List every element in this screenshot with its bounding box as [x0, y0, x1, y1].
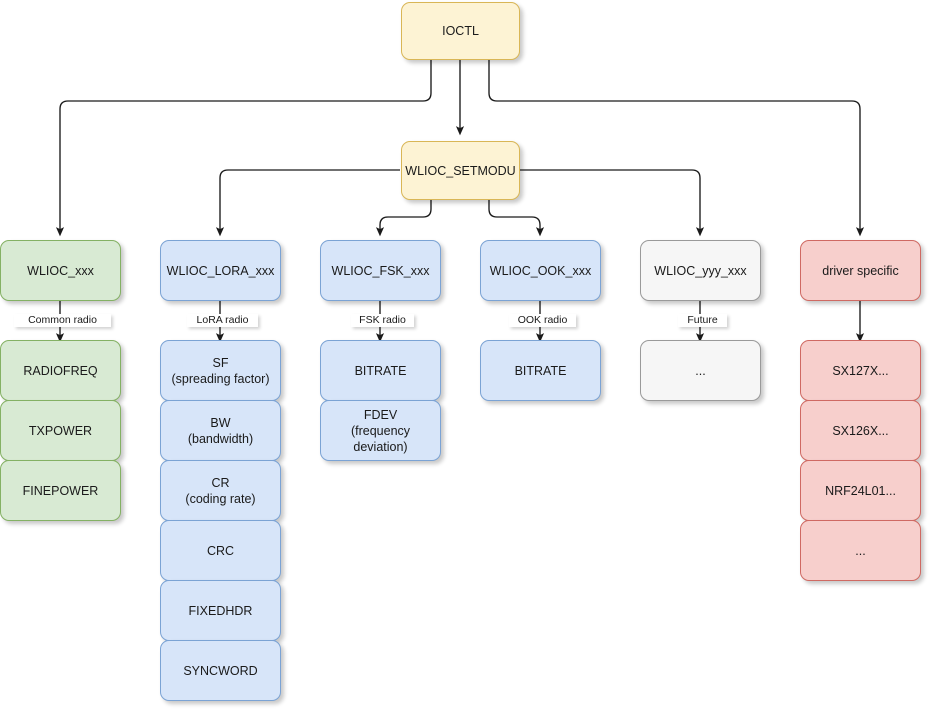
node-lora-item[interactable]: SYNCWORD	[160, 640, 281, 701]
node-common-item[interactable]: TXPOWER	[0, 400, 121, 461]
edge-label-common-text: Common radio	[28, 314, 97, 326]
node-sublabel: (bandwidth)	[187, 431, 254, 446]
node-head-future[interactable]: WLIOC_yyy_xxx	[640, 240, 761, 301]
edge-label-future: Future	[678, 314, 727, 328]
node-label: TXPOWER	[28, 423, 93, 438]
edge-setmodu-to-ook	[488, 200, 545, 237]
node-wlioc-setmodu[interactable]: WLIOC_SETMODU	[401, 141, 520, 200]
node-driver-item[interactable]: ...	[800, 520, 921, 581]
node-head-fsk[interactable]: WLIOC_FSK_xxx	[320, 240, 441, 301]
node-lora-item[interactable]: SF (spreading factor)	[160, 340, 281, 401]
node-label: FIXEDHDR	[188, 603, 253, 618]
node-fsk-item[interactable]: BITRATE	[320, 340, 441, 401]
node-head-ook-label: WLIOC_OOK_xxx	[489, 263, 592, 278]
node-label: ...	[855, 543, 866, 558]
node-lora-item[interactable]: FIXEDHDR	[160, 580, 281, 641]
node-common-item[interactable]: FINEPOWER	[0, 460, 121, 521]
node-label: SX127X...	[832, 363, 889, 378]
edge-setmodu-to-lora	[215, 169, 400, 237]
node-ook-item[interactable]: BITRATE	[480, 340, 601, 401]
edge-label-ook: OOK radio	[509, 314, 576, 328]
node-future-item[interactable]: ...	[640, 340, 761, 401]
node-ioctl-label: IOCTL	[442, 24, 479, 38]
edge-setmodu-to-fsk	[375, 200, 432, 237]
node-label: BITRATE	[514, 363, 567, 378]
edge-label-lora-text: LoRA radio	[196, 314, 249, 326]
node-label: RADIOFREQ	[23, 363, 98, 378]
node-driver-item[interactable]: SX126X...	[800, 400, 921, 461]
node-lora-item[interactable]: CR (coding rate)	[160, 460, 281, 521]
node-head-common[interactable]: WLIOC_xxx	[0, 240, 121, 301]
edge-ioctl-to-driver	[488, 60, 865, 237]
edge-ioctl-to-common	[55, 60, 432, 237]
node-fsk-item[interactable]: FDEV (frequency deviation)	[320, 400, 441, 461]
node-common-item[interactable]: RADIOFREQ	[0, 340, 121, 401]
node-label: SYNCWORD	[183, 663, 258, 678]
node-head-driver[interactable]: driver specific	[800, 240, 921, 301]
node-label: SX126X...	[832, 423, 889, 438]
node-head-common-label: WLIOC_xxx	[27, 263, 94, 278]
node-lora-item[interactable]: CRC	[160, 520, 281, 581]
node-label: CRC	[206, 543, 235, 558]
node-driver-item[interactable]: SX127X...	[800, 340, 921, 401]
node-lora-item[interactable]: BW (bandwidth)	[160, 400, 281, 461]
edge-label-lora: LoRA radio	[187, 314, 258, 328]
node-head-driver-label: driver specific	[822, 263, 899, 278]
node-sublabel: (frequency deviation)	[350, 423, 411, 454]
edge-label-fsk: FSK radio	[351, 314, 414, 328]
node-ioctl[interactable]: IOCTL	[401, 2, 520, 60]
node-label: CR	[211, 475, 230, 490]
node-sublabel: (spreading factor)	[171, 371, 270, 386]
node-head-future-label: WLIOC_yyy_xxx	[654, 263, 747, 278]
node-label: SF	[212, 355, 229, 370]
node-sublabel: (coding rate)	[185, 491, 256, 506]
node-label: BW	[210, 415, 231, 430]
node-driver-item[interactable]: NRF24L01...	[800, 460, 921, 521]
node-head-lora-label: WLIOC_LORA_xxx	[166, 263, 275, 278]
edge-label-future-text: Future	[687, 314, 718, 326]
node-label: FDEV	[363, 407, 398, 422]
node-label: BITRATE	[354, 363, 407, 378]
edge-label-fsk-text: FSK radio	[359, 314, 406, 326]
node-wlioc-setmodu-label: WLIOC_SETMODU	[405, 163, 516, 178]
node-head-fsk-label: WLIOC_FSK_xxx	[331, 263, 430, 278]
node-label: NRF24L01...	[825, 483, 896, 498]
edge-label-ook-text: OOK radio	[517, 314, 568, 326]
node-head-lora[interactable]: WLIOC_LORA_xxx	[160, 240, 281, 301]
edge-setmodu-to-future	[520, 169, 705, 237]
node-label: ...	[695, 363, 706, 378]
node-label: FINEPOWER	[22, 483, 99, 498]
node-head-ook[interactable]: WLIOC_OOK_xxx	[480, 240, 601, 301]
edge-label-common: Common radio	[14, 314, 111, 328]
